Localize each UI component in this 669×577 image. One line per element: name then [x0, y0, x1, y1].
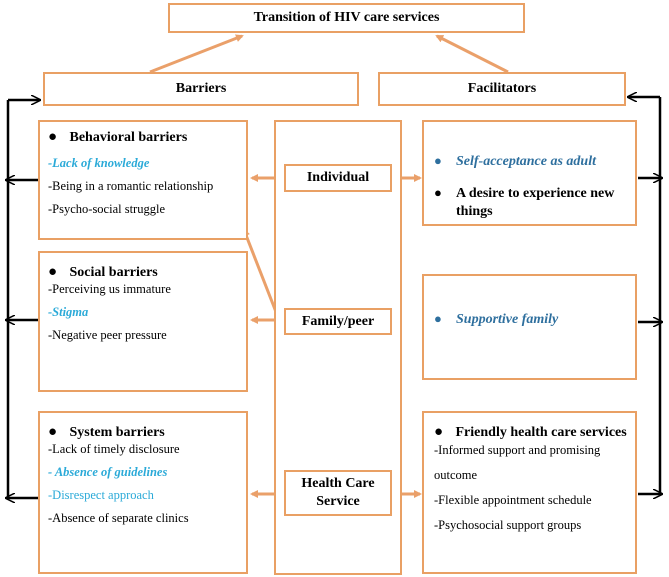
bullet-icon: ●: [434, 185, 442, 200]
social-item-1: -Perceiving us immature: [48, 282, 171, 296]
system-item-3: -Disrespect approach: [48, 488, 154, 502]
facilitators-box: Facilitators: [378, 72, 626, 106]
health-care-label-line1: Health Care: [301, 476, 375, 491]
fac-health-item-3: -Psychosocial support groups: [434, 518, 582, 532]
fac-individual-item-2-cont: things: [456, 204, 493, 219]
family-peer-label: Family/peer: [301, 313, 375, 329]
system-item-1: -Lack of timely disclosure: [48, 442, 180, 456]
behavioral-barriers-header: ● Behavioral barriers: [48, 129, 188, 145]
bullet-icon: ●: [434, 311, 442, 326]
bullet-icon: ●: [48, 424, 58, 440]
bullet-icon: ●: [434, 153, 442, 168]
fac-health-item-2: -Flexible appointment schedule: [434, 493, 592, 507]
fac-health-item-1-cont: outcome: [434, 468, 478, 482]
behavioral-item-3: -Psycho-social struggle: [48, 202, 165, 216]
fac-health-item-1: -Informed support and promising: [434, 443, 601, 457]
individual-box: Individual: [284, 164, 392, 192]
system-item-4: -Absence of separate clinics: [48, 511, 189, 525]
arrow-facilitators-to-title: [435, 34, 509, 74]
bullet-icon: ●: [48, 264, 58, 280]
title-box: Transition of HIV care services: [168, 3, 525, 33]
arrow-family-to-behavioral: [242, 228, 278, 313]
fac-health-box: ● Friendly health care services -Informe…: [422, 411, 637, 574]
arrow-barriers-to-title: [149, 34, 244, 74]
title-text: Transition of HIV care services: [253, 10, 440, 25]
behavioral-item-1: -Lack of knowledge: [48, 156, 150, 170]
health-care-label-line2: Service: [316, 494, 360, 509]
individual-label: Individual: [306, 170, 370, 185]
bullet-icon: ●: [434, 424, 444, 440]
fac-health-header: ● Friendly health care services: [434, 424, 627, 440]
barriers-label: Barriers: [175, 81, 227, 96]
behavioral-item-2: -Being in a romantic relationship: [48, 179, 214, 193]
barriers-box: Barriers: [43, 72, 359, 106]
fac-individual-box: ●Self-acceptance as adult ●A desire to e…: [422, 120, 637, 226]
social-item-3: -Negative peer pressure: [48, 328, 167, 342]
social-item-2: -Stigma: [48, 305, 89, 319]
system-barriers-header: ● System barriers: [48, 424, 165, 440]
behavioral-barriers-box: ● Behavioral barriers -Lack of knowledge…: [38, 120, 248, 240]
facilitators-label: Facilitators: [467, 81, 537, 96]
family-peer-box: Family/peer: [284, 308, 392, 335]
system-item-2: - Absence of guidelines: [48, 465, 168, 479]
system-barriers-box: ● System barriers -Lack of timely disclo…: [38, 411, 248, 574]
social-barriers-header: ● Social barriers: [48, 264, 158, 280]
fac-family-item-1: ●Supportive family: [434, 311, 559, 327]
fac-individual-item-2: ●A desire to experience new: [434, 185, 615, 201]
health-care-service-box: Health Care Service: [284, 470, 392, 516]
fac-individual-item-1: ●Self-acceptance as adult: [434, 153, 596, 169]
fac-family-box: ●Supportive family: [422, 274, 637, 380]
social-barriers-box: ● Social barriers -Perceiving us immatur…: [38, 251, 248, 392]
bullet-icon: ●: [48, 129, 58, 145]
